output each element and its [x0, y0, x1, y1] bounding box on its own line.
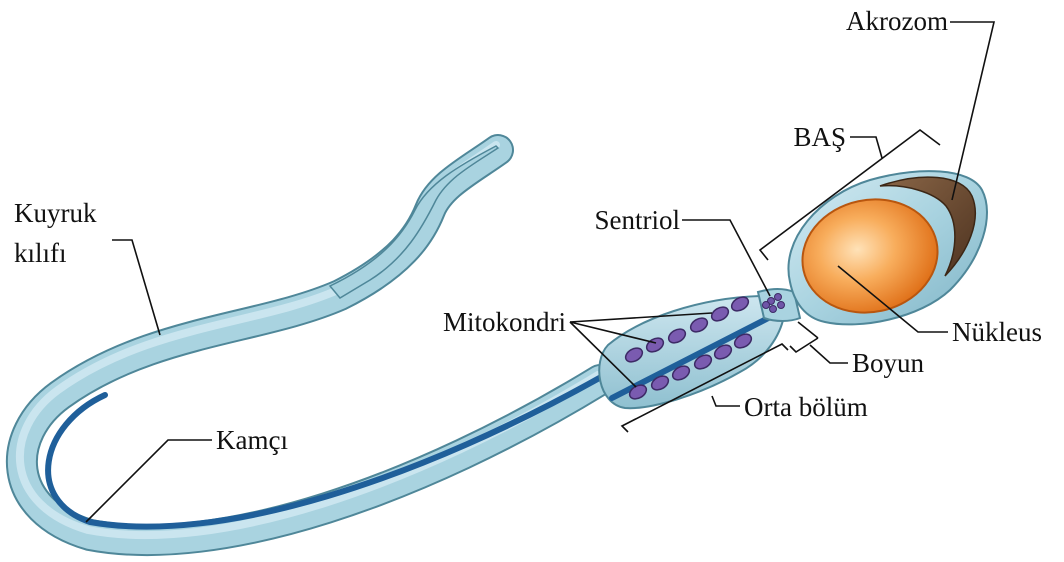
orta-bolum-leader	[712, 396, 740, 406]
kuyruk-leader	[112, 240, 160, 335]
label-sentriol: Sentriol	[595, 205, 681, 235]
bas-leader	[850, 137, 882, 158]
label-kuyruk-line2: kılıfı	[14, 238, 67, 268]
label-boyun: Boyun	[852, 348, 925, 378]
boyun-leader	[810, 345, 848, 363]
tail-sheath	[22, 150, 600, 540]
label-kamci: Kamçı	[216, 425, 288, 455]
label-bas: BAŞ	[793, 122, 846, 152]
label-kuyruk-line1: Kuyruk	[14, 198, 97, 228]
label-akrozom: Akrozom	[846, 6, 948, 36]
label-orta-bolum: Orta bölüm	[744, 392, 868, 422]
label-nukleus: Nükleus	[952, 317, 1042, 347]
kamci-leader	[86, 440, 212, 522]
label-mitokondri: Mitokondri	[443, 307, 566, 337]
sentriol-leader	[682, 220, 770, 296]
